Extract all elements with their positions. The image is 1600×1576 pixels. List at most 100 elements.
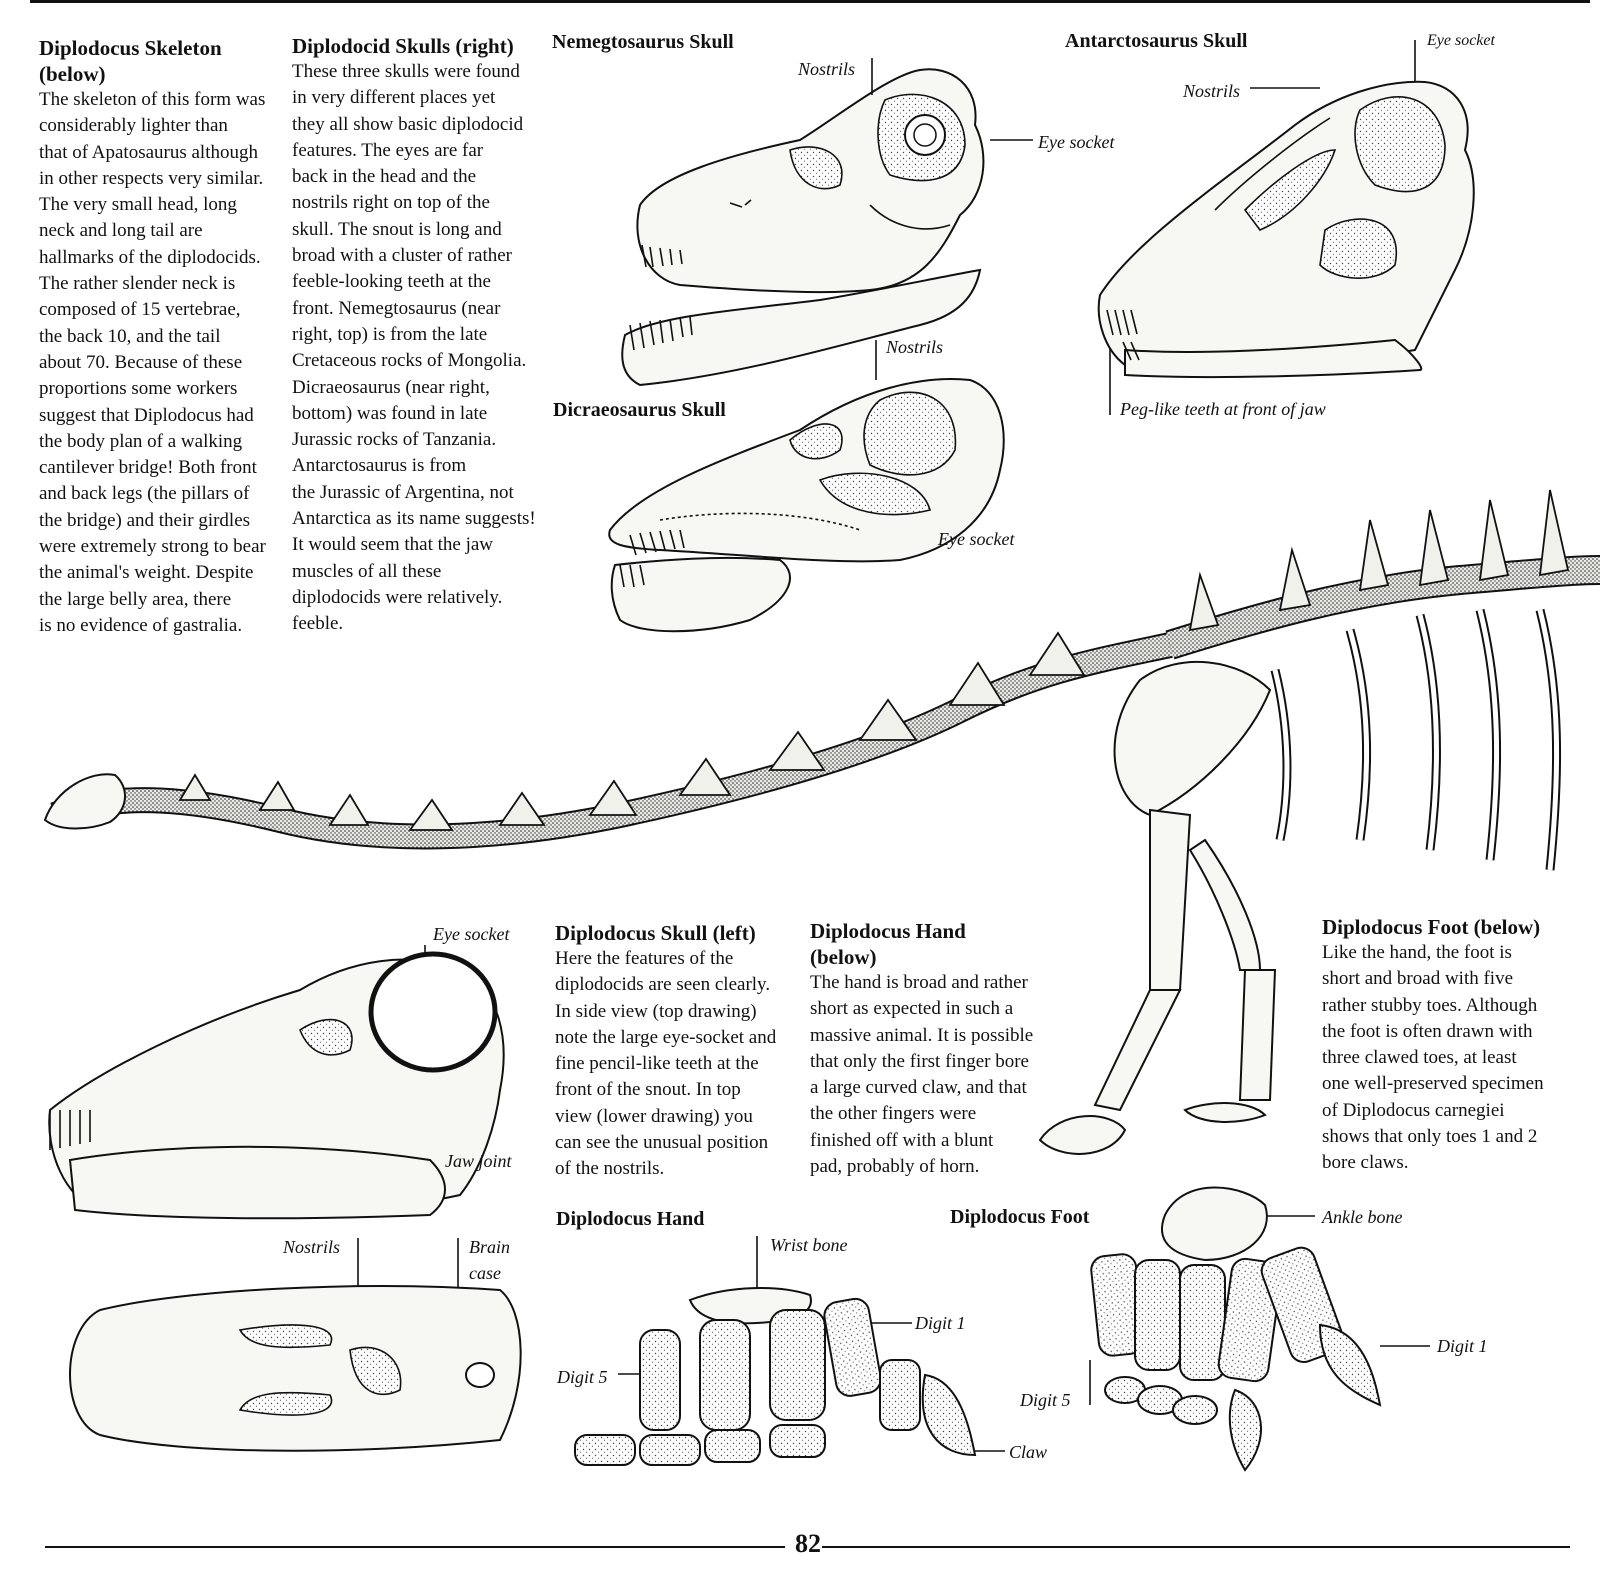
text-line: of Diplodocus carnegiei [1322, 1099, 1505, 1121]
text-line: Antarctica as its name suggests! [292, 508, 536, 530]
text-line: Cretaceous rocks of Mongolia. [292, 350, 527, 372]
text-line: the bridge) and their girdles [39, 509, 251, 531]
skeleton-heading: Diplodocus Skeleton (below) [39, 36, 222, 86]
text-line: front. Nemegtosaurus (near [292, 297, 501, 319]
bottom-rule-left [45, 1546, 785, 1548]
text-line: Dicraeosaurus (near right, [292, 376, 490, 398]
text-line: muscles of all these [292, 560, 442, 582]
text-line: they all show basic diplodocid [292, 113, 524, 135]
text-line: finished off with a blunt [810, 1129, 994, 1151]
dicraeosaurus-nostrils-label: Nostrils [886, 337, 944, 357]
nemegtosaurus-skull-drawing [621, 68, 985, 387]
page-number: 82 [795, 1529, 821, 1558]
text-line: the body plan of a walking [39, 430, 243, 452]
foot-figure-title: Diplodocus Foot [950, 1206, 1090, 1228]
text-line: skull. The snout is long and [292, 218, 502, 240]
text-line: features. The eyes are far [292, 139, 484, 161]
foot-digit5-label: Digit 5 [1020, 1390, 1071, 1410]
text-line: the large belly area, there [39, 588, 232, 610]
antarctosaurus-title: Antarctosaurus Skull [1065, 30, 1248, 52]
text-line: The skeleton of this form was [39, 89, 266, 110]
text-line: proportions some workers [39, 378, 238, 400]
text-line: In side view (top drawing) [555, 1000, 757, 1022]
text-line: considerably lighter than [39, 115, 228, 137]
text-line: in other respects very similar. [39, 167, 264, 189]
antarctosaurus-eye-label: Eye socket [1427, 32, 1495, 49]
text-line: massive animal. It is possible [810, 1024, 1034, 1046]
text-line: back in the head and the [292, 166, 477, 188]
dicraeosaurus-eye-label: Eye socket [938, 529, 1015, 549]
text-line: These three skulls were found [292, 61, 520, 82]
text-line: Here the features of the [555, 948, 734, 969]
text-line: were extremely strong to bear [39, 536, 266, 558]
skull-left-text-block: Diplodocus Skull (left) Here the feature… [555, 920, 795, 1183]
hand-digit1-label: Digit 1 [915, 1313, 966, 1333]
text-line: and back legs (the pillars of [39, 483, 250, 505]
diplodocus-hand-drawing [574, 1287, 977, 1466]
text-line: that of Apatosaurus although [39, 141, 258, 163]
text-line: is no evidence of gastralia. [39, 614, 243, 636]
diplodocus-skeleton-drawing [43, 489, 1600, 1155]
text-line: diplodocids were relatively. [292, 586, 503, 608]
skulls-text-block: Diplodocid Skulls (right) These three sk… [292, 33, 547, 638]
skull-left-heading: Diplodocus Skull (left) [555, 921, 756, 945]
text-line: the back 10, and the tail [39, 325, 221, 347]
text-line: neck and long tail are [39, 220, 203, 242]
foot-ankle-label: Ankle bone [1322, 1207, 1403, 1227]
foot-paragraph: Like the hand, the foot is short and broa… [1322, 940, 1562, 1177]
text-line: rather stubby toes. Although [1322, 994, 1538, 1016]
text-line: the animal's weight. Despite [39, 562, 254, 584]
text-line: view (lower drawing) you [555, 1105, 753, 1127]
text-line: It would seem that the jaw [292, 534, 494, 556]
hand-heading: Diplodocus Hand (below) [810, 919, 966, 969]
nemegtosaurus-nostrils-label: Nostrils [798, 59, 856, 79]
diplodocus-nostrils-label: Nostrils [283, 1237, 341, 1257]
top-rule [30, 0, 1590, 3]
hand-text-block: Diplodocus Hand (below) The hand is broa… [810, 918, 1055, 1180]
text-line: of the nostrils. [555, 1158, 665, 1180]
bottom-rule-right [822, 1546, 1570, 1548]
text-line: cantilever bridge! Both front [39, 457, 257, 479]
text-line: one well-preserved specimen [1322, 1073, 1544, 1095]
text-line: pad, probably of horn. [810, 1156, 980, 1178]
text-line: bore claws. [1322, 1152, 1409, 1174]
nemegtosaurus-eye-label: Eye socket [1038, 132, 1115, 152]
text-line: broad with a cluster of rather [292, 245, 512, 267]
text-line: Jurassic rocks of Tanzania. [292, 429, 497, 451]
hand-figure-title: Diplodocus Hand [556, 1208, 705, 1230]
diplodocus-eye-label: Eye socket [433, 924, 510, 944]
hand-wrist-label: Wrist bone [770, 1235, 848, 1255]
text-line: about 70. Because of these [39, 351, 243, 373]
text-line: The very small head, long [39, 194, 237, 216]
text-line: Antarctosaurus is from [292, 455, 467, 477]
text-line: the Jurassic of Argentina, not [292, 481, 514, 503]
text-line: hallmarks of the diplodocids. [39, 246, 261, 268]
text-line: short as expected in such a [810, 998, 1014, 1020]
text-line: the other fingers were [810, 1103, 977, 1125]
text-line: feeble-looking teeth at the [292, 271, 491, 293]
diplodocus-skull-side-drawing [48, 951, 505, 1220]
diplodocus-jaw-label: Jaw joint [445, 1151, 512, 1171]
hand-digit5-label: Digit 5 [557, 1367, 608, 1387]
text-line: bottom) was found in late [292, 402, 488, 424]
text-line: Like the hand, the foot is [1322, 942, 1512, 963]
skulls-heading: Diplodocid Skulls (right) [292, 34, 514, 58]
antarctosaurus-skull-drawing [1097, 80, 1475, 379]
text-line: feeble. [292, 613, 344, 635]
text-line: short and broad with five [1322, 968, 1514, 990]
text-line: composed of 15 vertebrae, [39, 299, 241, 321]
text-line: three clawed toes, at least [1322, 1047, 1517, 1069]
text-line: right, top) is from the late [292, 323, 488, 345]
text-line: can see the unusual position [555, 1132, 769, 1154]
text-line: The hand is broad and rather [810, 972, 1028, 993]
diplodocus-foot-drawing [1090, 1186, 1382, 1472]
diplodocus-skull-top-drawing [69, 1285, 522, 1452]
text-line: The rather slender neck is [39, 273, 236, 295]
nemegtosaurus-title: Nemegtosaurus Skull [552, 31, 734, 53]
dicraeosaurus-skull-drawing [608, 378, 1005, 633]
text-line: fine pencil-like teeth at the [555, 1053, 759, 1075]
text-line: shows that only toes 1 and 2 [1322, 1126, 1538, 1148]
dicraeosaurus-title: Dicraeosaurus Skull [553, 399, 726, 421]
text-line: note the large eye-socket and [555, 1026, 777, 1048]
